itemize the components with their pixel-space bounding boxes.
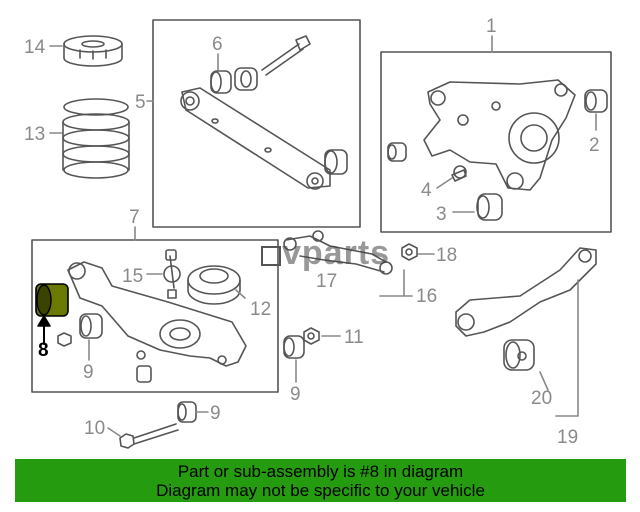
bushing-9-lower <box>177 401 197 423</box>
callout-6: 6 <box>212 34 223 55</box>
callout-9-lower-arm: 9 <box>83 362 94 383</box>
upper-links <box>283 230 393 275</box>
highlighted-bushing-8 <box>35 283 69 345</box>
callout-9-lower: 9 <box>210 403 221 424</box>
lower-arm-nut <box>57 332 72 347</box>
box-knuckle-group <box>380 51 612 233</box>
lower-control-arm <box>67 261 247 367</box>
stabilizer-link <box>163 249 181 299</box>
arm-bushing-and-bolt <box>210 35 311 94</box>
footer-line-2: Diagram may not be specific to your vehi… <box>156 481 485 500</box>
callout-15: 15 <box>122 266 143 287</box>
bushing-9-middle <box>283 335 305 359</box>
callout-5: 5 <box>135 92 146 113</box>
callout-10: 10 <box>84 418 105 439</box>
watermark-text: vparts <box>282 234 390 272</box>
lateral-arm <box>455 247 597 337</box>
callout-7: 7 <box>129 207 140 228</box>
box-lower-arm-group <box>31 239 279 393</box>
lower-arm-small-parts <box>136 350 152 383</box>
bushing-20 <box>503 339 535 371</box>
knuckle <box>423 79 576 191</box>
callout-9-middle: 9 <box>290 384 301 405</box>
callout-2: 2 <box>589 135 600 156</box>
box-trailing-arm-group <box>152 19 361 228</box>
callout-4: 4 <box>421 180 432 201</box>
footer-line-1: Part or sub-assembly is #8 in diagram <box>177 462 464 481</box>
knuckle-bolt-4 <box>451 165 467 182</box>
knuckle-bushing-2 <box>584 89 608 113</box>
watermark: vparts <box>261 234 390 272</box>
bolt-10 <box>119 423 179 449</box>
callout-13: 13 <box>24 124 45 145</box>
arm-rear-bushing <box>324 149 348 175</box>
trailing-arm <box>180 87 331 190</box>
lower-arm-bushing <box>79 313 103 339</box>
callout-20: 20 <box>531 388 552 409</box>
knuckle-bushing-left <box>387 142 407 162</box>
leader-lines <box>49 35 597 437</box>
spring-pad <box>63 35 123 67</box>
callout-8: 8 <box>38 340 49 361</box>
footer-banner: Part or sub-assembly is #8 in diagram Di… <box>15 459 626 502</box>
callout-12: 12 <box>250 299 271 320</box>
knuckle-bushing-3 <box>476 193 503 221</box>
callout-19: 19 <box>557 427 578 448</box>
callout-18: 18 <box>436 245 457 266</box>
nut-11 <box>303 327 320 345</box>
callout-11: 11 <box>344 327 364 348</box>
callout-1: 1 <box>486 16 497 37</box>
callout-3: 3 <box>436 204 447 225</box>
nut-18 <box>401 243 418 261</box>
spring-seat <box>187 265 241 305</box>
callout-17: 17 <box>316 271 337 292</box>
callout-14: 14 <box>24 37 46 58</box>
coil-spring <box>62 98 130 179</box>
callout-16: 16 <box>416 286 437 307</box>
